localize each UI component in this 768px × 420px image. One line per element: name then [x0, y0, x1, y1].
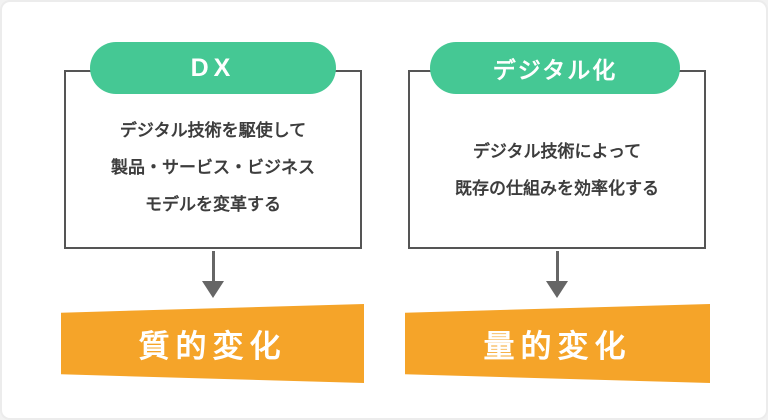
dx-result-label: 質的変化: [138, 329, 287, 364]
digitalization-description-line: 既存の仕組みを効率化する: [455, 179, 659, 198]
dx-badge-label: DX: [190, 53, 236, 82]
digitalization-result-label: 量的変化: [483, 329, 632, 364]
dx-description: デジタル技術を駆使して 製品・サービス・ビジネス モデルを変革する: [64, 112, 362, 223]
digitalization-result-banner: 量的変化: [405, 304, 710, 383]
dx-result-banner: 質的変化: [61, 304, 364, 383]
dx-description-box: [64, 70, 362, 249]
down-arrow-icon: [546, 281, 568, 298]
down-arrow-icon: [556, 251, 559, 282]
digitalization-description-box: [408, 70, 706, 249]
dx-description-line: モデルを変革する: [145, 195, 281, 214]
dx-badge: DX: [90, 42, 336, 94]
digitalization-badge-label: デジタル化: [492, 57, 618, 83]
down-arrow-icon: [202, 281, 224, 298]
dx-description-line: 製品・サービス・ビジネス: [111, 158, 315, 177]
dx-description-line: デジタル技術を駆使して: [119, 121, 307, 140]
down-arrow-icon: [212, 251, 215, 282]
digitalization-description: デジタル技術によって 既存の仕組みを効率化する: [408, 133, 706, 207]
digitalization-badge: デジタル化: [430, 42, 680, 94]
digitalization-description-line: デジタル技術によって: [472, 142, 642, 161]
